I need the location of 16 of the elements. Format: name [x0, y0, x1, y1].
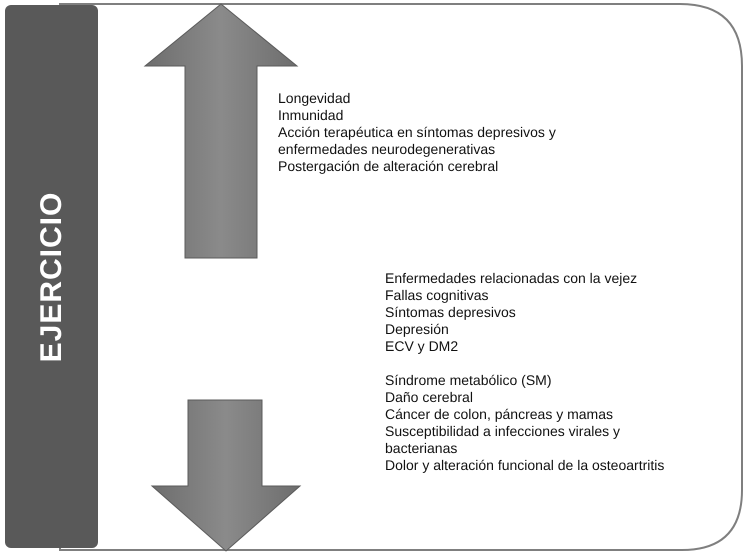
label-bar [5, 5, 98, 548]
list-item: Inmunidad [278, 107, 344, 124]
list-item: Síntomas depresivos [385, 304, 517, 321]
list-item: Síndrome metabólico (SM) [385, 372, 553, 389]
list-item: Daño cerebral [385, 389, 474, 406]
list-item: Dolor y alteración funcional de la osteoartritis [385, 457, 666, 474]
bar-title: EJERCICIO [34, 191, 68, 362]
list-item: Depresión [385, 321, 450, 338]
list-item: Fallas cognitivas [385, 287, 490, 304]
list-item: Cáncer de colon, páncreas y mamas [385, 406, 614, 423]
list-item: Acción terapéutica en síntomas depresivos y enfermedades neurodegenerativas [278, 124, 557, 158]
list-item: ECV y DM2 [385, 338, 460, 355]
list-item: Postergación de alteración cerebral [278, 158, 500, 175]
list-item: Enfermedades relacionadas con la vejez [385, 270, 638, 287]
list-item: Susceptibilidad a infecciones virales y bacterianas [385, 423, 622, 457]
list-item: Longevidad [278, 90, 352, 107]
